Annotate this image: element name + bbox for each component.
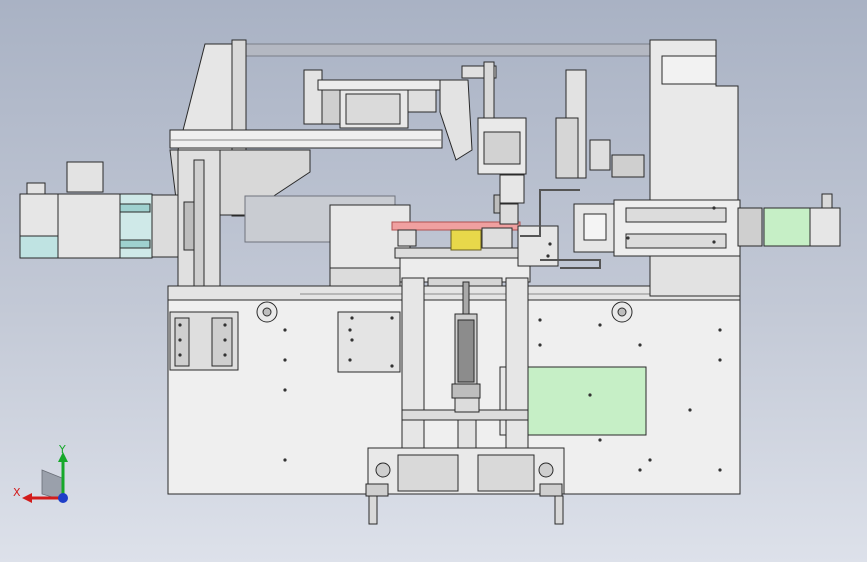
bolt-hole (718, 328, 722, 332)
bolt-hole (283, 458, 287, 462)
bolt-hole (283, 358, 287, 362)
bolt-hole (350, 316, 354, 320)
top-beam (169, 129, 443, 149)
bolt-hole (538, 343, 542, 347)
foot-right (539, 483, 563, 497)
servo-motor-right (763, 207, 811, 247)
motor-flange (151, 194, 179, 258)
coordinate-triad: Y X (13, 443, 68, 503)
press-base (367, 447, 565, 495)
bolt-hole (348, 358, 352, 362)
press-column-right (505, 277, 529, 449)
gantry-motor (303, 69, 323, 125)
bolt-hole (178, 338, 182, 342)
bolt-hole (283, 388, 287, 392)
base-panel-left (337, 311, 401, 373)
angled-arm (439, 79, 473, 161)
yellow-block (450, 229, 482, 251)
bolt-hole (712, 206, 716, 210)
bolt-hole (223, 338, 227, 342)
machine-front-view (19, 39, 841, 525)
servo-motor-left-cap (26, 182, 46, 196)
bolt-hole (546, 254, 550, 258)
bolt-hole (178, 323, 182, 327)
overhead-bar (245, 43, 655, 57)
bolt-hole (638, 468, 642, 472)
y-axis-label: Y (58, 443, 66, 456)
servo-motor-left-encoder (66, 161, 104, 193)
bolt-hole (638, 343, 642, 347)
bolt-hole (588, 393, 592, 397)
bolt-hole (223, 323, 227, 327)
bolt-hole (223, 353, 227, 357)
bolt-hole (598, 438, 602, 442)
bolt-hole (548, 242, 552, 246)
bolt-hole (688, 408, 692, 412)
z-axis-dot (58, 493, 68, 503)
bolt-hole (712, 240, 716, 244)
bolt-hole (390, 316, 394, 320)
x-axis-label: X (13, 486, 21, 499)
foot-left (365, 483, 389, 497)
bolt-hole (718, 468, 722, 472)
bolt-hole (178, 353, 182, 357)
y-axis-arrow (58, 452, 68, 462)
bolt-hole (348, 328, 352, 332)
pipe (520, 189, 580, 237)
bolt-hole (648, 458, 652, 462)
x-axis-arrow (22, 493, 32, 503)
bolt-hole (390, 364, 394, 368)
bolt-hole (283, 328, 287, 332)
bolt-hole (350, 338, 354, 342)
bolt-hole (626, 236, 630, 240)
press-column-left (401, 277, 425, 449)
cylinder-rod (462, 281, 470, 317)
bolt-hole (718, 358, 722, 362)
bolt-hole (538, 318, 542, 322)
bolt-hole (598, 323, 602, 327)
